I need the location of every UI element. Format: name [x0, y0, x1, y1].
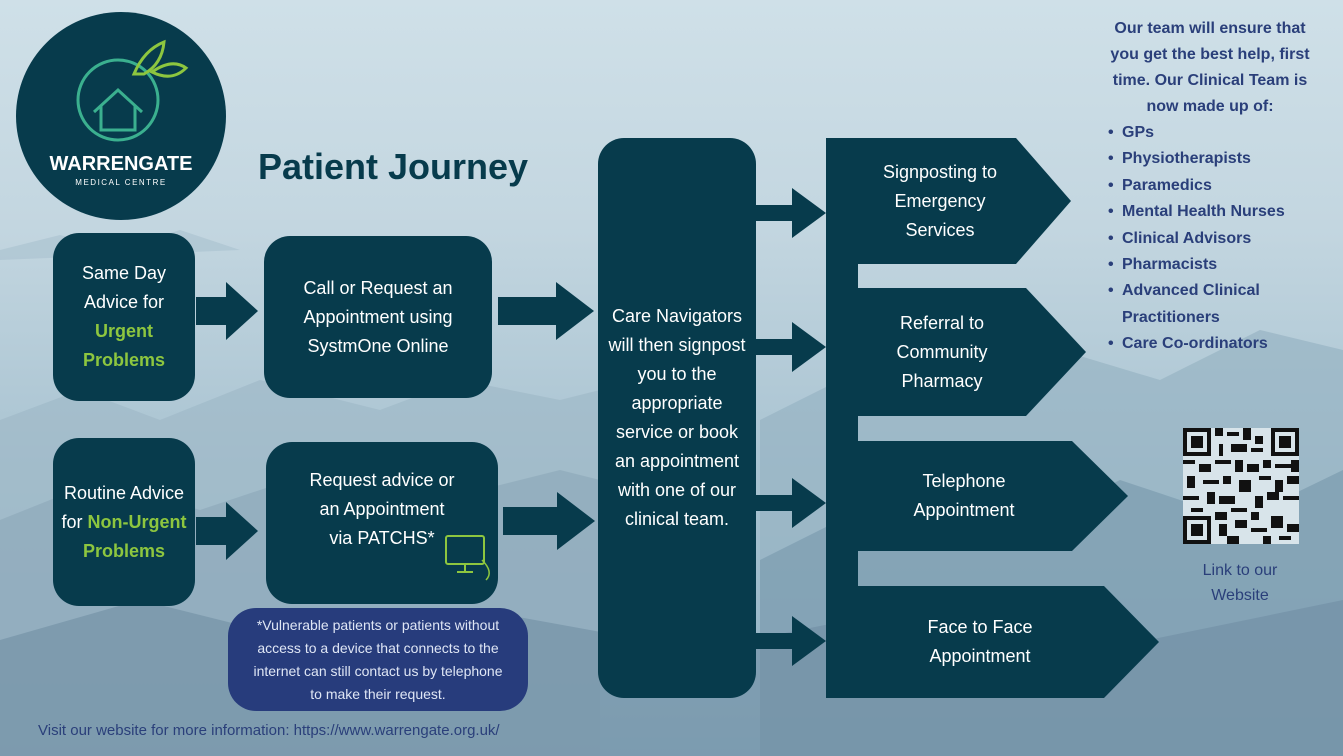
patchs-line3: via PATCHS* [329, 527, 435, 548]
qr-code-icon [1183, 428, 1299, 544]
outcome-pharmacy-line1: Referral to [899, 312, 985, 333]
monitor-icon [445, 535, 490, 581]
care-nav-line4: appropriate [631, 393, 723, 413]
routine-highlight2: Problems [82, 540, 166, 561]
care-nav-line8: clinical team. [624, 509, 730, 529]
arrow-right-icon [756, 322, 826, 372]
same-day-line2: Advice for [83, 292, 165, 312]
outcome-telephone: Telephone Appointment [858, 441, 1070, 551]
care-nav-line7: with one of our [617, 480, 737, 500]
same-day-highlight2: Problems [82, 350, 165, 370]
team-intro: Our team will ensure that you get the be… [1096, 16, 1324, 120]
call-request-line2: Appointment using [303, 306, 453, 327]
logo-name: WARRENGATE [50, 153, 193, 175]
outcome-pharmacy-line3: Pharmacy [901, 370, 983, 391]
arrow-right-icon [756, 478, 826, 528]
outcome-pharmacy-line2: Community [896, 341, 988, 362]
routine-highlight1: Non-Urgent [87, 511, 187, 532]
routine-line2: for [61, 511, 88, 532]
team-member: Paramedics [1106, 173, 1285, 200]
logo-subtitle: MEDICAL CENTRE [75, 178, 166, 187]
team-member: Physiotherapists [1106, 146, 1285, 173]
arrow-right-icon [498, 282, 594, 340]
call-request-line1: Call or Request an [303, 277, 453, 298]
team-intro-line2: you get the best help, first [1110, 46, 1310, 63]
qr-code[interactable] [1183, 428, 1299, 544]
house-leaf-icon: WARRENGATE MEDICAL CENTRE [50, 39, 193, 187]
qr-label: Link to our Website [1180, 558, 1300, 608]
outcome-emergency: Signposting to Emergency Services [848, 138, 1032, 264]
outcome-telephone-line2: Appointment [913, 500, 1015, 520]
qr-label-line1: Link to our [1202, 562, 1278, 579]
page-title: Patient Journey [258, 146, 529, 187]
note-line3: internet can still contact us by telepho… [253, 662, 503, 679]
patchs-line1: Request advice or [309, 469, 455, 490]
patchs-box: Request advice or an Appointment via PAT… [266, 442, 498, 604]
outcome-emergency-line1: Signposting to [882, 161, 998, 182]
care-nav-line2: will then signpost [608, 335, 746, 355]
team-member: Advanced Clinical Practitioners [1106, 278, 1272, 331]
routine-box: Routine Advice for Non-Urgent Problems [53, 438, 195, 606]
note-line1: *Vulnerable patients or patients without [256, 616, 500, 633]
team-member: GPs [1106, 120, 1285, 147]
outcome-face-to-face-line1: Face to Face [927, 617, 1033, 637]
care-nav-line3: you to the [637, 364, 717, 384]
outcome-pharmacy-shape [826, 288, 1086, 416]
arrow-right-icon [756, 616, 826, 666]
same-day-highlight1: Urgent [94, 321, 153, 341]
outcome-emergency-line3: Services [905, 219, 975, 240]
outcome-face-to-face-shape [826, 586, 1159, 698]
team-member: Clinical Advisors [1106, 226, 1285, 253]
same-day-box: Same Day Advice for Urgent Problems [53, 233, 195, 401]
routine-line1: Routine Advice [63, 482, 185, 503]
outcome-face-to-face: Face to Face Appointment [868, 586, 1092, 698]
outcome-telephone-line1: Telephone [922, 471, 1006, 491]
outcome-pharmacy: Referral to Community Pharmacy [848, 288, 1036, 416]
arrow-right-icon [196, 502, 258, 560]
team-member: Pharmacists [1106, 252, 1285, 279]
arrow-right-icon [756, 188, 826, 238]
warrengate-logo: WARRENGATE MEDICAL CENTRE [16, 12, 226, 220]
same-day-line1: Same Day [81, 263, 167, 283]
call-request-line3: SystmOne Online [307, 335, 449, 356]
team-intro-line3: time. Our Clinical Team is [1112, 72, 1308, 89]
team-intro-line4: now made up of: [1146, 98, 1274, 115]
outcome-emergency-line2: Emergency [894, 190, 986, 211]
care-nav-line1: Care Navigators [611, 306, 743, 326]
vulnerable-patients-note: *Vulnerable patients or patients without… [228, 608, 528, 711]
outcome-telephone-shape [826, 441, 1128, 551]
arrow-right-icon [503, 492, 595, 550]
team-member: Mental Health Nurses [1106, 199, 1285, 226]
footer-website-link[interactable]: Visit our website for more information: … [38, 722, 500, 739]
note-line2: access to a device that connects to the [257, 639, 499, 656]
team-list: GPs Physiotherapists Paramedics Mental H… [1106, 120, 1285, 358]
outcome-face-to-face-line2: Appointment [929, 646, 1031, 666]
team-member: Care Co-ordinators [1106, 331, 1285, 358]
care-nav-line5: service or book [615, 422, 739, 442]
patchs-line2: an Appointment [319, 498, 445, 519]
call-request-box: Call or Request an Appointment using Sys… [264, 236, 492, 398]
outcome-emergency-shape [826, 138, 1071, 264]
care-navigators-box: Care Navigators will then signpost you t… [598, 138, 756, 698]
qr-label-line2: Website [1211, 587, 1269, 604]
team-intro-line1: Our team will ensure that [1114, 20, 1306, 37]
arrow-right-icon [196, 282, 258, 340]
care-nav-line6: an appointment [614, 451, 740, 471]
note-line4: to make their request. [310, 685, 446, 702]
